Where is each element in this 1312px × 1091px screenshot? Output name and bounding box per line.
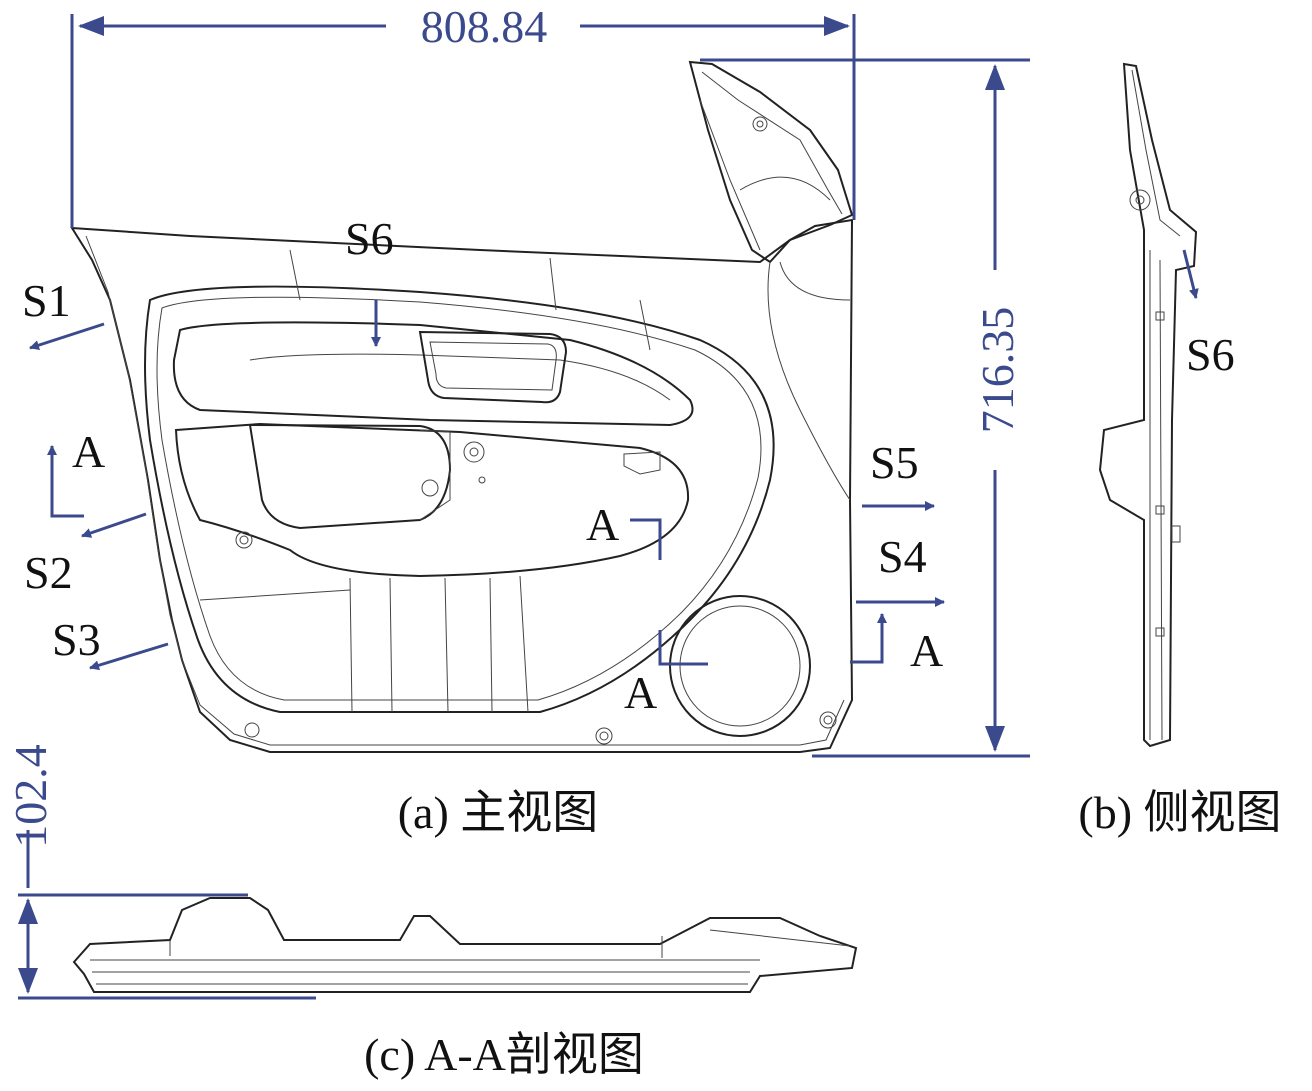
bolster-ring <box>144 285 775 713</box>
height-dimension: 716.35 <box>700 58 1030 758</box>
label-s6-main: S6 <box>345 213 394 264</box>
label-section-a-right: A <box>910 625 943 676</box>
label-s2: S2 <box>24 547 73 598</box>
label-section-a-mid-top: A <box>586 499 619 550</box>
section-view <box>72 897 858 993</box>
caption-section-view: (c) A-A剖视图 <box>364 1029 644 1080</box>
label-section-a-left: A <box>72 426 105 477</box>
surface-labels: S6 S1 A S2 S3 A A S5 S4 A <box>22 213 945 718</box>
width-dimension: 808.84 <box>70 1 856 228</box>
speaker-grille <box>669 595 811 737</box>
depth-dimension-label: 102.4 <box>5 744 56 848</box>
map-pocket <box>174 422 690 578</box>
mirror-sail <box>688 60 854 264</box>
label-section-a-mid-bottom: A <box>624 667 657 718</box>
label-s5: S5 <box>870 437 919 488</box>
caption-main-view: (a) 主视图 <box>398 787 599 838</box>
label-s1: S1 <box>22 275 71 326</box>
label-s4: S4 <box>878 531 927 582</box>
width-dimension-label: 808.84 <box>421 1 548 52</box>
depth-dimension: 102.4 <box>5 744 316 1000</box>
side-view: S6 <box>1098 62 1235 748</box>
main-view <box>70 60 854 753</box>
caption-side-view: (b) 侧视图 <box>1078 787 1281 838</box>
height-dimension-label: 716.35 <box>972 307 1023 434</box>
label-s3: S3 <box>52 614 101 665</box>
grab-handle-cup <box>248 423 452 530</box>
door-panel-outline <box>70 218 854 753</box>
armrest-pocket-upper <box>172 321 694 427</box>
label-s6-side: S6 <box>1186 329 1235 380</box>
door-handle-bezel <box>418 330 568 404</box>
